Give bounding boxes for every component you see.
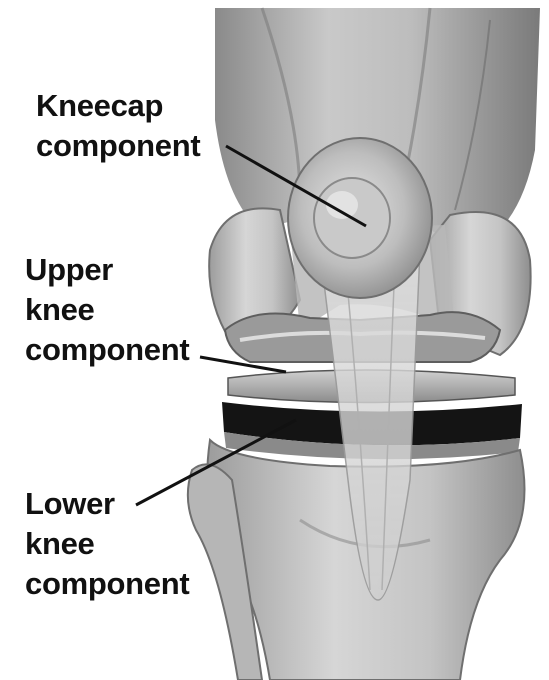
label-kneecap-line1: Kneecap <box>36 86 200 126</box>
label-kneecap-line2: component <box>36 126 200 166</box>
label-lower-line3: component <box>25 564 189 604</box>
label-upper-knee-component: Upper knee component <box>25 250 189 370</box>
label-upper-line2: knee <box>25 290 189 330</box>
label-upper-line1: Upper <box>25 250 189 290</box>
label-lower-line2: knee <box>25 524 189 564</box>
label-lower-line1: Lower <box>25 484 189 524</box>
label-upper-line3: component <box>25 330 189 370</box>
label-kneecap-component: Kneecap component <box>36 86 200 166</box>
label-lower-knee-component: Lower knee component <box>25 484 189 604</box>
